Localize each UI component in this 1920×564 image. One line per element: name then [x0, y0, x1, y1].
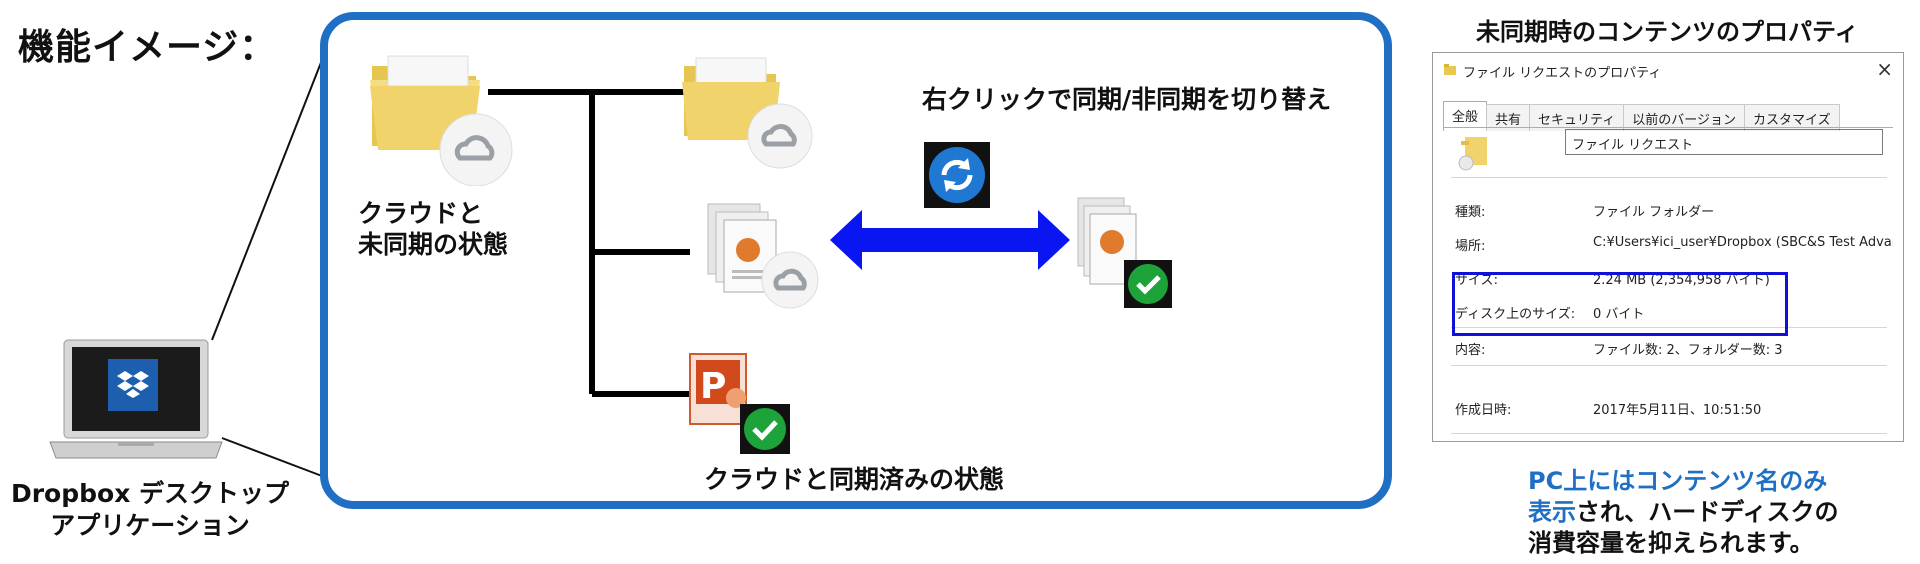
size-on-disk-value: 0 バイト [1593, 307, 1645, 322]
laptop-label-line2: アプリケーション [50, 511, 250, 540]
location-value: C:¥Users¥ici_user¥Dropbox (SBC&S Test Ad… [1593, 235, 1893, 250]
cloud-icon [454, 135, 495, 161]
contents-value: ファイル数: 2、フォルダー数: 3 [1593, 343, 1783, 358]
root-folder-icon [370, 55, 513, 186]
laptop-icon [49, 339, 223, 459]
cloud-icon [761, 124, 797, 147]
unsynced-label: クラウドと 未同期の状態 [358, 198, 508, 260]
document-synced-icon [1077, 197, 1172, 308]
document-cloud-icon [707, 203, 819, 309]
note-line3: 消費容量を抑えられます。 [1528, 529, 1814, 557]
type-value: ファイル フォルダー [1593, 205, 1715, 220]
size-on-disk-label: ディスク上のサイズ: [1455, 307, 1576, 322]
note-line2-rest: され、ハードディスクの [1576, 498, 1839, 526]
type-label: 種類: [1455, 205, 1486, 220]
tab-general[interactable]: 全般 [1443, 101, 1488, 131]
tab-previous-versions[interactable]: 以前のバージョン [1623, 104, 1746, 131]
unsynced-label-line2: 未同期の状態 [358, 230, 509, 259]
tab-customize[interactable]: カスタマイズ [1744, 104, 1840, 131]
cloud-icon [773, 268, 807, 291]
tree-lines [488, 89, 690, 397]
note-text: PC上にはコンテンツ名のみ 表示され、ハードディスクの 消費容量を抑えられます。 [1528, 466, 1839, 559]
tab-strip: 全般 共有 セキュリティ 以前のバージョン カスタマイズ [1443, 101, 1840, 131]
powerpoint-file-icon: P [689, 353, 790, 454]
tab-security[interactable]: セキュリティ [1529, 104, 1625, 131]
contents-label: 内容: [1455, 343, 1486, 358]
properties-heading: 未同期時のコンテンツのプロパティ [1476, 18, 1859, 46]
name-field[interactable]: ファイル リクエスト [1565, 129, 1883, 155]
tab-sharing[interactable]: 共有 [1486, 104, 1531, 131]
child-folder-icon [682, 57, 813, 169]
note-line2-blue: 表示 [1528, 498, 1576, 526]
close-button[interactable]: × [1876, 57, 1893, 81]
svg-text:P: P [700, 366, 726, 407]
laptop-label: Dropbox デスクトップ アプリケーション [0, 478, 300, 542]
sync-icon [924, 142, 990, 208]
location-label: 場所: [1455, 239, 1486, 254]
check-icon [1136, 275, 1161, 295]
created-label: 作成日時: [1455, 403, 1512, 418]
double-arrow [830, 210, 1070, 270]
note-line1: PC上にはコンテンツ名のみ [1528, 467, 1828, 495]
tab-body [1443, 127, 1893, 438]
toggle-label: 右クリックで同期/非同期を切り替え [922, 85, 1332, 114]
size-value: 2.24 MB (2,354,958 バイト) [1593, 273, 1770, 288]
check-icon [752, 420, 778, 441]
laptop-label-line1: Dropbox デスクトップ [10, 479, 290, 508]
size-label: サイズ: [1455, 273, 1498, 288]
properties-dialog: ファイル リクエストのプロパティ × 全般 共有 セキュリティ 以前のバージョン… [1432, 52, 1904, 442]
size-highlight-box [1452, 272, 1788, 336]
window-title: ファイル リクエストのプロパティ [1463, 66, 1662, 81]
synced-label: クラウドと同期済みの状態 [704, 465, 1005, 494]
created-value: 2017年5月11日、10:51:50 [1593, 403, 1762, 418]
unsynced-label-line1: クラウドと [358, 199, 484, 228]
folder-cloud-icon [1458, 137, 1487, 171]
feature-title: 機能イメージ： [18, 27, 277, 68]
folder-small-icon [1444, 64, 1456, 75]
